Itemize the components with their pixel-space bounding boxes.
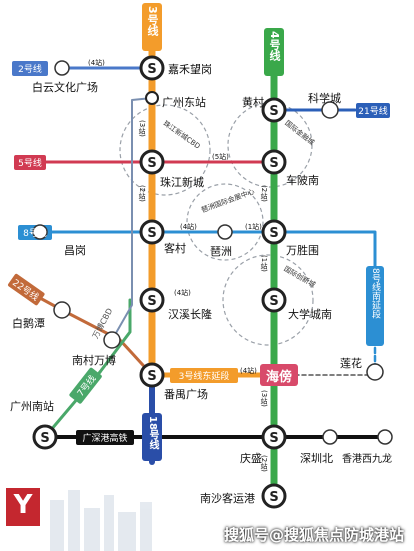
- station-haibang: 海傍: [265, 370, 292, 385]
- line7-badge: [69, 367, 102, 404]
- stop-count: (2站): [138, 185, 146, 202]
- line18-label: 18号线: [147, 416, 158, 450]
- apm-label: 万博CBD: [90, 306, 115, 341]
- station-wanshengwei: 万胜围: [286, 244, 319, 257]
- line2-label: 2号线: [18, 65, 42, 75]
- svg-text:S: S: [269, 226, 278, 241]
- gsr-badge: [76, 430, 134, 445]
- station-guangzhoudong: 广州东站: [162, 96, 206, 109]
- zone-label: 国际创新城: [282, 264, 317, 290]
- station-chebeinan: 车陂南: [286, 174, 319, 187]
- station-qingsheng: 庆盛: [240, 452, 262, 465]
- station-pazhou: 琶洲: [210, 245, 232, 258]
- line3-label: 3号线: [146, 6, 159, 36]
- station-changgang: 昌岗: [64, 244, 86, 257]
- stop-count: (4站): [180, 223, 197, 231]
- line21-badge: [356, 103, 390, 118]
- line7-track: [98, 298, 132, 374]
- svg-text:S: S: [147, 156, 156, 171]
- stop-count: (3站): [138, 120, 146, 137]
- zone-label: 琶洲国际会展中心: [200, 187, 256, 215]
- svg-text:S: S: [269, 104, 278, 119]
- stop-count: (2站): [260, 455, 268, 472]
- station-lianhua: 莲花: [340, 357, 362, 370]
- line22-track: [38, 296, 154, 377]
- station-xiangganxijiulong: 香港西九龙: [342, 454, 392, 465]
- zone-circles: [119, 102, 314, 346]
- station-baietan: 白鹅潭: [12, 317, 45, 330]
- station-hanxichanglong: 汉溪长隆: [168, 308, 212, 321]
- line4-label: 4号线: [268, 31, 281, 61]
- svg-text:S: S: [147, 62, 156, 77]
- line4-badge: [264, 28, 284, 76]
- line3-badge: [142, 3, 162, 51]
- svg-text:S: S: [40, 431, 49, 446]
- line8south-label: 8号线南延段: [370, 268, 380, 319]
- haibang-badge: [260, 364, 298, 386]
- apm-track: [111, 97, 153, 341]
- stop-count: (4站): [174, 289, 191, 297]
- logo-glyph: Y: [13, 490, 33, 520]
- stop-count: (4站): [240, 367, 257, 375]
- line3east-label: 3号线东延段: [178, 372, 230, 382]
- zone-label: 国际金融城: [283, 119, 316, 147]
- line22-badge: [8, 273, 45, 306]
- station-kexuecheng: 科学城: [308, 92, 341, 105]
- station-nanshakegang: 南沙客运港: [200, 492, 255, 505]
- company-logo: [6, 488, 40, 526]
- line8south-badge: [366, 266, 384, 346]
- line3east-badge: [170, 368, 238, 383]
- gsr-label: 广深港高铁: [82, 434, 128, 444]
- station-jiahewanggang: 嘉禾望岗: [168, 63, 212, 76]
- stop-count: (3站): [260, 390, 268, 407]
- svg-text:S: S: [147, 369, 156, 384]
- line2-badge: [12, 61, 48, 76]
- stop-count: (4站): [88, 59, 105, 67]
- line22-label: 22号线: [10, 278, 41, 304]
- station-guangzhounan: 广州南站: [10, 400, 54, 413]
- simple-stations: [32, 60, 393, 445]
- station-panyuguangchang: 番禺广场: [164, 388, 208, 401]
- station-kecun: 客村: [164, 242, 186, 255]
- line5-badge: [14, 155, 46, 170]
- station-huangcun: 黄村: [242, 96, 264, 109]
- svg-text:S: S: [147, 226, 156, 241]
- line21-label: 21号线: [358, 107, 388, 117]
- zone-label: 珠江新城CBD: [161, 119, 202, 151]
- line7-label: 7号线: [75, 373, 99, 399]
- svg-text:S: S: [269, 490, 278, 505]
- station-shenzhenbei: 深圳北: [300, 452, 333, 465]
- station-nancunwanbo: 南村万博: [72, 354, 116, 367]
- svg-text:S: S: [269, 156, 278, 171]
- stop-count: (5站): [212, 153, 229, 161]
- line8-label: 8号线: [23, 229, 47, 239]
- line18-badge: [142, 413, 162, 461]
- line5-label: 5号线: [18, 159, 42, 169]
- station-baiyunwenhua: 白云文化广场: [32, 81, 98, 94]
- stop-count: (1站): [245, 223, 262, 231]
- svg-text:S: S: [269, 431, 278, 446]
- svg-text:S: S: [147, 294, 156, 309]
- stop-count: (2站): [260, 185, 268, 202]
- watermark: 搜狐号@搜狐焦点防城港站: [223, 526, 404, 544]
- stop-count: (1站): [260, 255, 268, 272]
- city-skyline: [50, 490, 152, 551]
- svg-text:S: S: [269, 294, 278, 309]
- station-zhujiangxincheng: 珠江新城: [160, 176, 204, 189]
- interchange-icons: S S S S S S S S S S S S: [32, 55, 287, 509]
- station-daxuechengnan: 大学城南: [288, 308, 332, 321]
